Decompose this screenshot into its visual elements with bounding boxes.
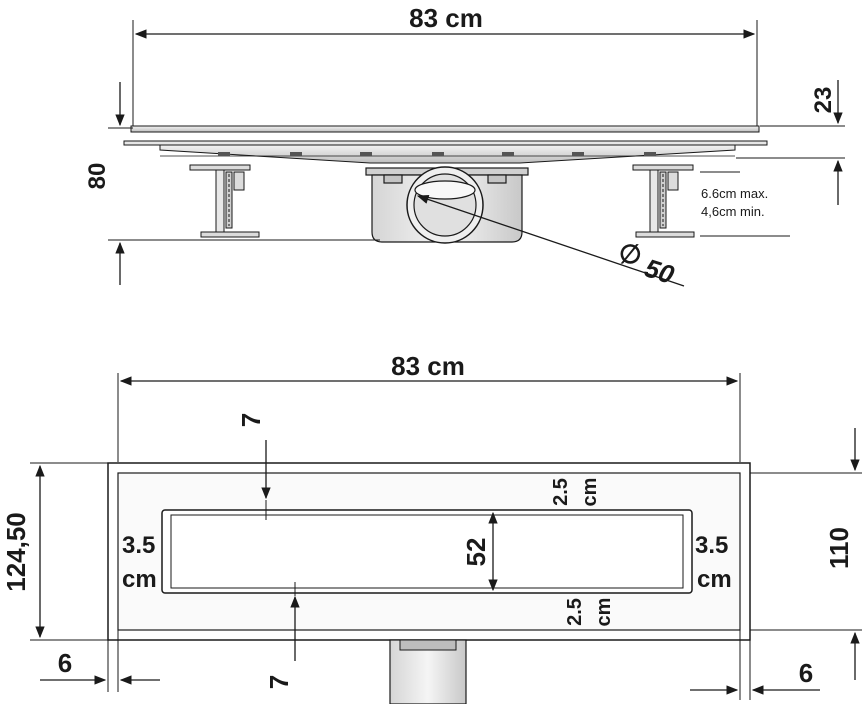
right-inset-unit: cm	[697, 566, 732, 593]
top-width-label: 83 cm	[391, 351, 465, 381]
bottom-gap-unit: cm	[593, 598, 615, 627]
right-adjustable-foot	[632, 164, 695, 238]
top-gap-value: 2.5	[550, 478, 572, 506]
outlet-pipe-collar	[399, 639, 457, 651]
channel-flange	[123, 140, 768, 146]
grate-thickness-label: 23	[810, 87, 837, 114]
top-margin-label: 7	[236, 413, 266, 427]
grate-slot-inner	[170, 514, 684, 589]
slot-height-label: 52	[461, 538, 491, 567]
top-gap-unit: cm	[579, 478, 601, 507]
inner-height-label: 110	[824, 527, 854, 569]
left-inset-unit: cm	[122, 566, 157, 593]
channel-bolts	[218, 152, 656, 156]
bottom-gap-value: 2.5	[564, 598, 586, 626]
grate-plate	[130, 125, 760, 133]
diameter-symbol: ∅	[619, 239, 642, 269]
left-side-label: 6	[58, 648, 72, 678]
bottom-margin-label: 7	[264, 675, 294, 689]
channel-body	[159, 144, 736, 164]
outlet-diameter-label: 50	[641, 253, 678, 291]
outlet-diameter-leader	[416, 194, 685, 287]
adjust-min-label: 4,6cm min.	[701, 204, 765, 219]
side-height-label: 80	[84, 163, 111, 190]
top-view	[30, 373, 862, 704]
outer-height-label: 124,50	[1, 512, 31, 592]
adjust-max-label: 6.6cm max.	[701, 186, 768, 201]
right-side-label: 6	[799, 658, 813, 688]
left-adjustable-foot	[189, 164, 260, 238]
side-width-label: 83 cm	[409, 3, 483, 33]
right-inset-value: 3.5	[695, 532, 728, 559]
left-inset-value: 3.5	[122, 532, 155, 559]
outlet-body	[365, 166, 529, 244]
side-view	[108, 20, 845, 287]
